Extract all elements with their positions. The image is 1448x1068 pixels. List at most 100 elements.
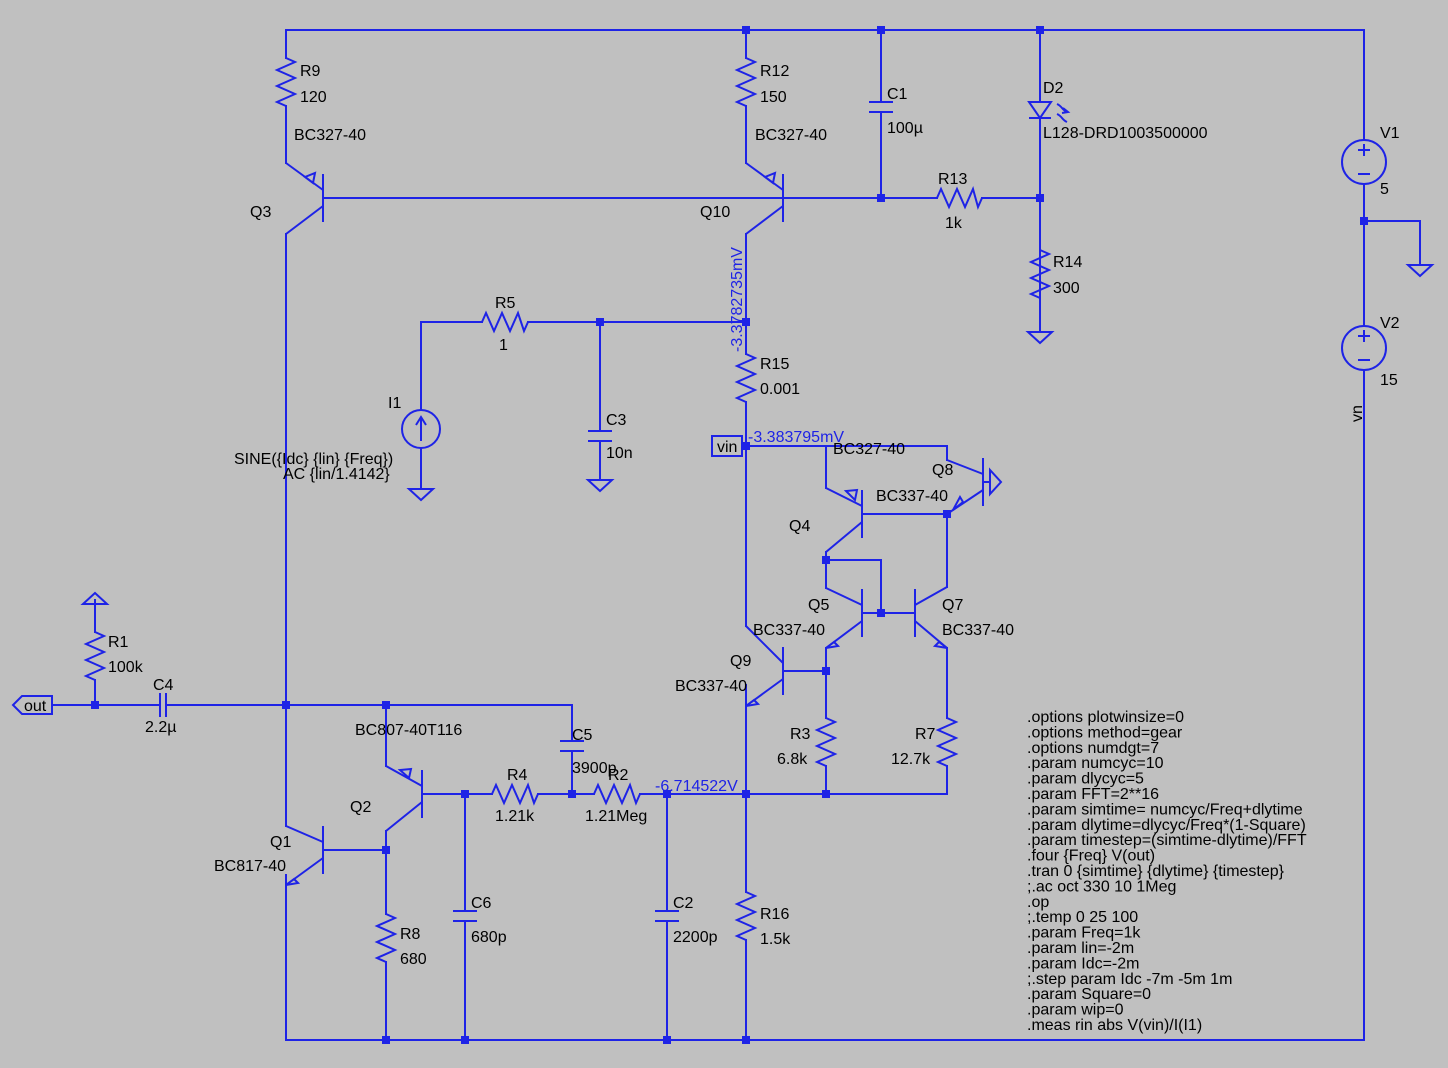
ground-symbol-c3 bbox=[585, 479, 615, 493]
resistor-r5[interactable] bbox=[481, 310, 529, 334]
led-d2[interactable] bbox=[1027, 101, 1071, 123]
label-i1-value1: SINE({Idc} {lin} {Freq}) bbox=[234, 451, 393, 468]
label-d2-value: L128-DRD1003500000 bbox=[1043, 125, 1208, 142]
transistor-q4[interactable] bbox=[825, 487, 863, 553]
directive-line: .param FFT=2**16 bbox=[1027, 786, 1159, 803]
label-r16-value: 1.5k bbox=[760, 931, 791, 948]
label-q7-name: Q7 bbox=[942, 597, 963, 614]
voltage-source-v2[interactable] bbox=[1341, 325, 1387, 371]
label-c2-value: 2200p bbox=[673, 929, 718, 946]
label-q7-model: BC337-40 bbox=[942, 622, 1014, 639]
label-c5-value: 3900p bbox=[572, 760, 617, 777]
spice-directives: .options plotwinsize=0.options method=ge… bbox=[1027, 709, 1307, 1034]
transistor-q1[interactable] bbox=[285, 825, 324, 886]
resistor-r14[interactable] bbox=[1028, 249, 1052, 299]
resistor-r9[interactable] bbox=[274, 57, 298, 107]
label-r2-value: 1.21Meg bbox=[585, 808, 647, 825]
label-q4-name: Q4 bbox=[789, 518, 810, 535]
resistor-r8[interactable] bbox=[374, 913, 398, 963]
directive-line: .param simtime= numcyc/Freq+dlytime bbox=[1027, 801, 1303, 818]
transistor-q3[interactable] bbox=[285, 162, 324, 235]
resistor-r4[interactable] bbox=[491, 782, 539, 806]
label-r5-name: R5 bbox=[495, 295, 516, 312]
voltage-r2-node: -6.714522V bbox=[655, 778, 738, 795]
transistor-q10[interactable] bbox=[745, 162, 784, 235]
directive-line: .options plotwinsize=0 bbox=[1027, 709, 1184, 726]
label-r5-value: 1 bbox=[499, 337, 508, 354]
transistor-q2[interactable] bbox=[385, 765, 423, 832]
ground-symbol-r1 bbox=[80, 591, 110, 605]
capacitor-c3[interactable] bbox=[588, 430, 612, 442]
ground-symbol-v1 bbox=[1405, 264, 1435, 278]
label-c2-name: C2 bbox=[673, 895, 694, 912]
label-v2-name: V2 bbox=[1380, 315, 1400, 332]
label-v1-value: 5 bbox=[1380, 181, 1389, 198]
current-source-i1[interactable] bbox=[401, 409, 441, 449]
label-r15-value: 0.001 bbox=[760, 381, 800, 398]
directive-line: .op bbox=[1027, 894, 1049, 911]
capacitor-c2[interactable] bbox=[655, 910, 679, 922]
label-r9-value: 120 bbox=[300, 89, 327, 106]
transistor-q7[interactable] bbox=[914, 586, 948, 649]
directive-line: ;.step param Idc -7m -5m 1m bbox=[1027, 971, 1232, 988]
label-r14-name: R14 bbox=[1053, 254, 1082, 271]
resistor-r16[interactable] bbox=[734, 891, 758, 941]
label-v1-name: V1 bbox=[1380, 125, 1400, 142]
transistor-q9[interactable] bbox=[745, 625, 784, 707]
label-v2-value: 15 bbox=[1380, 372, 1398, 389]
component-labels: R9 120 BC327-40 Q3 R12 150 BC327-40 Q10 … bbox=[108, 63, 1400, 968]
label-r7-value: 12.7k bbox=[891, 751, 931, 768]
resistor-r1[interactable] bbox=[83, 631, 107, 681]
label-r4-value: 1.21k bbox=[495, 808, 535, 825]
label-q3-name: Q3 bbox=[250, 204, 271, 221]
net-flag-vin[interactable]: vin bbox=[711, 435, 743, 457]
resistor-r12[interactable] bbox=[734, 57, 758, 107]
capacitor-c4[interactable] bbox=[159, 693, 167, 717]
label-r14-value: 300 bbox=[1053, 280, 1080, 297]
label-q5-model: BC337-40 bbox=[753, 622, 825, 639]
label-i1-value2: AC {lin/1.4142} bbox=[283, 466, 390, 483]
label-q8-model: BC327-40 bbox=[833, 441, 905, 458]
label-i1-name: I1 bbox=[388, 395, 401, 412]
label-q10-model: BC327-40 bbox=[755, 127, 827, 144]
voltage-q10-collector: -3.3782735mV bbox=[729, 247, 746, 352]
directive-line: .options numdgt=7 bbox=[1027, 740, 1159, 757]
resistor-r3[interactable] bbox=[814, 717, 838, 767]
resistor-r13[interactable] bbox=[936, 186, 983, 210]
label-r12-value: 150 bbox=[760, 89, 787, 106]
directive-line: .param timestep=(simtime-dlytime)/FFT bbox=[1027, 832, 1307, 849]
capacitor-c1[interactable] bbox=[869, 101, 893, 113]
directive-line: ;.temp 0 25 100 bbox=[1027, 909, 1138, 926]
directive-line: .four {Freq} V(out) bbox=[1027, 848, 1155, 865]
label-d2-name: D2 bbox=[1043, 80, 1064, 97]
label-r8-name: R8 bbox=[400, 926, 421, 943]
directive-line: .param numcyc=10 bbox=[1027, 755, 1164, 772]
label-r15-name: R15 bbox=[760, 356, 789, 373]
label-c5-name: C5 bbox=[572, 727, 593, 744]
label-q1-name: Q1 bbox=[270, 834, 291, 851]
transistor-q8[interactable] bbox=[946, 458, 984, 515]
directive-line: .meas rin abs V(vin)/I(I1) bbox=[1027, 1017, 1202, 1034]
label-q3-model: BC327-40 bbox=[294, 127, 366, 144]
voltage-source-v1[interactable] bbox=[1341, 139, 1387, 185]
label-r1-value: 100k bbox=[108, 659, 144, 676]
net-label-out: out bbox=[24, 698, 47, 715]
label-c3-value: 10n bbox=[606, 445, 633, 462]
resistor-r7[interactable] bbox=[935, 717, 959, 767]
transistor-q5[interactable] bbox=[825, 587, 863, 649]
directive-line: .param Square=0 bbox=[1027, 986, 1151, 1003]
label-c1-value: 100µ bbox=[887, 120, 923, 137]
resistor-r2[interactable] bbox=[593, 782, 641, 806]
capacitor-c6[interactable] bbox=[453, 910, 477, 922]
label-r9-name: R9 bbox=[300, 63, 321, 80]
label-c6-name: C6 bbox=[471, 895, 492, 912]
resistor-r15[interactable] bbox=[734, 353, 758, 403]
label-c3-name: C3 bbox=[606, 412, 627, 429]
label-q2-name: Q2 bbox=[350, 799, 371, 816]
label-r3-value: 6.8k bbox=[777, 751, 808, 768]
capacitor-c5[interactable] bbox=[560, 740, 584, 752]
label-q8-name: Q8 bbox=[932, 462, 953, 479]
net-flag-out[interactable]: out bbox=[11, 695, 53, 715]
label-c4-value: 2.2µ bbox=[145, 719, 176, 736]
